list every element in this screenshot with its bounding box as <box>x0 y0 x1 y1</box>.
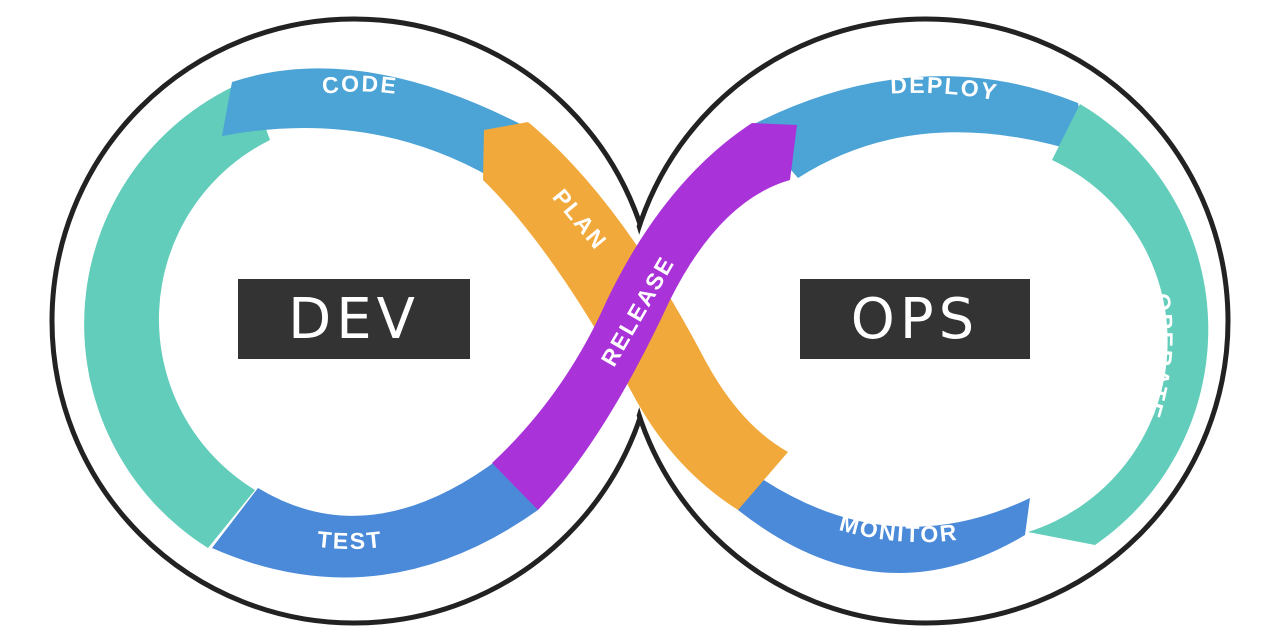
dev-label: DEV <box>288 287 420 352</box>
segment-deploy <box>752 76 1088 178</box>
segment-operate <box>1028 104 1209 545</box>
ops-label: OPS <box>851 287 979 352</box>
test-label: TEST <box>316 526 384 554</box>
segment-build <box>84 80 271 548</box>
ops-box <box>800 279 1030 359</box>
right-ring <box>738 76 1209 574</box>
code-label: CODE <box>321 70 400 99</box>
segment-test <box>212 458 538 578</box>
segment-release <box>492 123 797 510</box>
segment-code <box>222 68 528 178</box>
left-ring <box>84 68 538 578</box>
dev-box <box>238 279 470 359</box>
segment-monitor <box>738 462 1030 574</box>
